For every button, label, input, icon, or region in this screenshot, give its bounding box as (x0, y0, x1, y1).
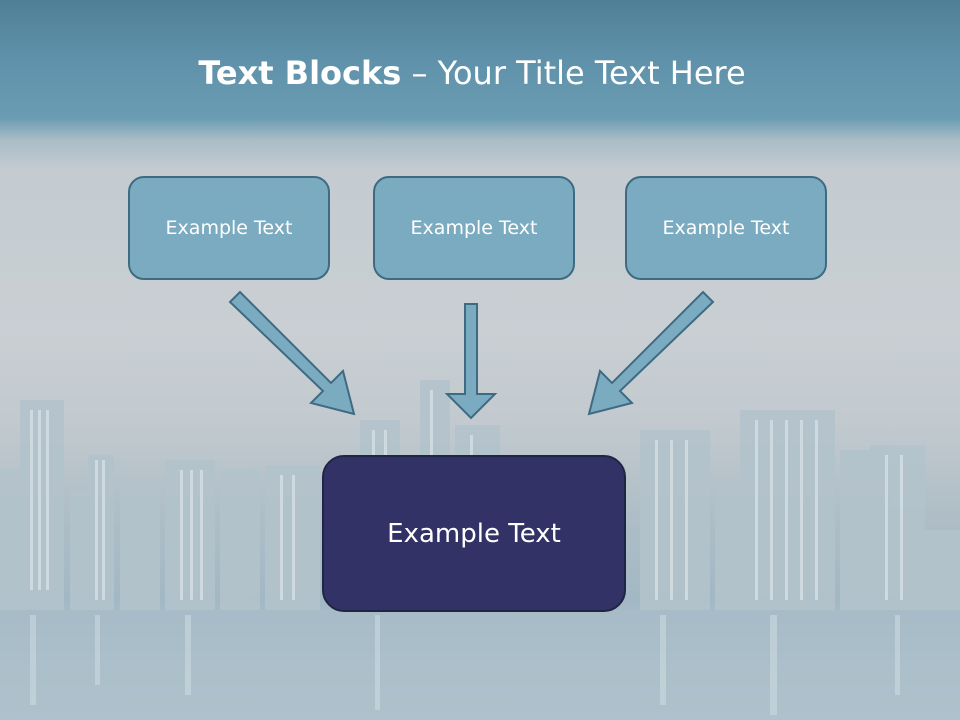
arrow-center-down (444, 303, 498, 420)
slide-title-rest: – Your Title Text Here (411, 54, 746, 92)
text-block-top-right-label: Example Text (662, 217, 790, 239)
text-block-main[interactable]: Example Text (322, 455, 626, 612)
text-block-top-left-label: Example Text (165, 217, 293, 239)
text-block-top-center-label: Example Text (410, 217, 538, 239)
arrow-right-diagonal (587, 290, 715, 416)
arrow-left-diagonal (228, 290, 356, 416)
text-block-main-label: Example Text (387, 518, 561, 549)
slide-title: Text Blocks – Your Title Text Here (0, 54, 944, 92)
slide-title-bold: Text Blocks (198, 54, 402, 92)
text-block-top-left[interactable]: Example Text (128, 176, 330, 280)
text-block-top-center[interactable]: Example Text (373, 176, 575, 280)
text-block-top-right[interactable]: Example Text (625, 176, 827, 280)
